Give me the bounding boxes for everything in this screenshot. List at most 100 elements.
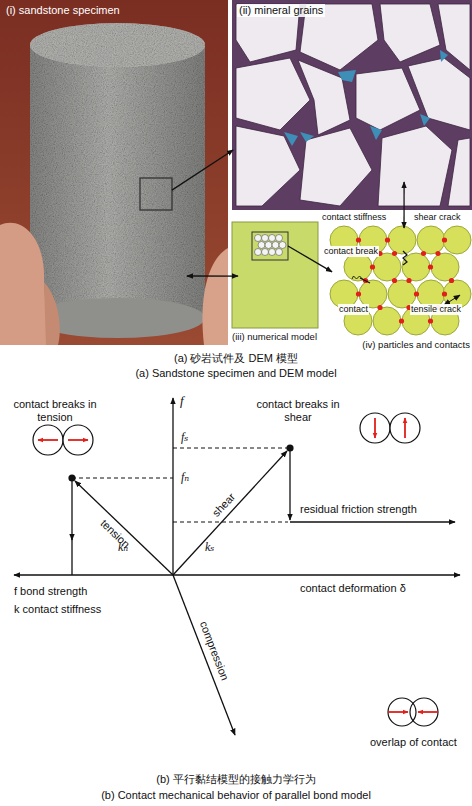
annotation: residual friction strength xyxy=(300,503,417,516)
shear-contact-icon-part xyxy=(390,413,420,443)
shear-contact-icon-part xyxy=(404,418,406,438)
tension-contact-icon xyxy=(33,425,93,455)
annotation: overlap of contact xyxy=(370,736,457,749)
annotation: f xyxy=(180,393,184,409)
numerical-model-box-part xyxy=(232,222,318,328)
particle-assembly-part-part xyxy=(392,251,397,256)
particle-panel: (iv) particles and contacts xyxy=(322,226,472,350)
particle-assembly-part-part xyxy=(388,226,416,254)
numerical-model-box-part-part xyxy=(269,235,276,242)
tension-contact-icon-part xyxy=(38,439,58,441)
panel-label: (iii) numerical model xyxy=(232,331,317,342)
force-deformation-plot-part xyxy=(14,574,460,575)
overlap-contact-icon-part xyxy=(388,711,408,713)
numerical-model-box-part-part xyxy=(255,235,262,242)
annotation: contact breaks in tension xyxy=(12,398,98,424)
caption-line: (a) 砂岩试件及 DEM 模型 xyxy=(174,352,298,365)
specimen-photo-part xyxy=(0,0,228,345)
force-deformation-plot-part xyxy=(71,538,72,575)
annotation: f bond strength xyxy=(14,585,87,598)
tension-contact-icon-part xyxy=(68,439,88,441)
particle-assembly-part xyxy=(352,276,363,279)
overlap-contact-icon xyxy=(388,698,438,726)
line-label: shear xyxy=(210,490,238,519)
particle-assembly-part-part xyxy=(370,264,375,269)
particle-assembly-part-part xyxy=(435,251,440,256)
numerical-model-box xyxy=(232,222,318,328)
caption-line: (b) Contact mechanical behavior of paral… xyxy=(101,789,371,802)
particle-assembly-part xyxy=(403,251,407,265)
specimen-photo-part xyxy=(140,178,172,210)
particle-assembly-part-part xyxy=(414,291,419,296)
line-label: compression xyxy=(197,620,232,683)
particle-assembly-part-part xyxy=(406,278,411,283)
numerical-model-box-part xyxy=(255,235,287,256)
mineral-grains-image-part-part xyxy=(298,60,350,135)
shear-contact-icon xyxy=(360,413,420,443)
mineral-grains-image-part-part xyxy=(420,114,430,126)
force-deformation-plot-part xyxy=(71,478,72,540)
overlap-contact-icon-part xyxy=(410,698,438,726)
annotation: contact break xyxy=(323,246,379,257)
particle-assembly-part-part xyxy=(373,307,401,335)
force-deformation-plot-part xyxy=(75,481,173,575)
mineral-grains-image-part-part xyxy=(356,68,420,130)
annotation: contact stiffness xyxy=(322,212,386,223)
annotation: fₛ xyxy=(181,430,188,444)
force-deformation-plot-part xyxy=(173,575,235,735)
specimen-photo-part xyxy=(30,23,205,67)
annotation: contact deformation δ xyxy=(300,582,406,595)
force-deformation-plot-part xyxy=(290,521,455,522)
mineral-grains-image-part-part xyxy=(300,128,372,206)
mineral-grains-image-part-part xyxy=(370,126,382,140)
particle-assembly-part-part xyxy=(399,318,404,323)
shear-contact-icon-part xyxy=(360,413,390,443)
numerical-model-box-part-part xyxy=(258,242,265,249)
particle-assembly-part-part xyxy=(385,237,390,242)
mineral-grains-image-part-part xyxy=(338,70,356,82)
numerical-model-box-part-part xyxy=(272,242,279,249)
particle-assembly-part-part xyxy=(356,291,361,296)
specimen-photo-part xyxy=(30,45,205,318)
force-deformation-plot-part xyxy=(286,444,293,451)
particle-assembly-part-part xyxy=(428,264,433,269)
tension-contact-icon-part xyxy=(63,425,93,455)
photo-panel: (i) sandstone specimen xyxy=(0,0,228,345)
numerical-model-box-part-part xyxy=(265,242,272,249)
numerical-model-box-part-part xyxy=(279,242,286,249)
mineral-grains-image-part-part xyxy=(380,4,440,62)
force-deformation-plot xyxy=(14,398,460,735)
particle-assembly-part-part xyxy=(443,226,471,254)
annotation: contact breaks in shear xyxy=(255,398,341,424)
specimen-photo-part xyxy=(44,282,60,345)
force-deformation-plot-part xyxy=(289,448,290,520)
zoom-arrow xyxy=(403,182,404,228)
tension-contact-icon-part xyxy=(33,425,63,455)
force-deformation-plot-part xyxy=(68,474,75,481)
particle-assembly-part-part xyxy=(442,237,447,242)
particle-assembly-part-part xyxy=(373,253,401,281)
particle-assembly-part-part xyxy=(417,226,445,254)
force-deformation-plot-part xyxy=(173,451,287,575)
panel-label: (i) sandstone specimen xyxy=(6,4,120,17)
shear-contact-icon-part xyxy=(374,418,376,438)
panel-label: (ii) mineral grains xyxy=(237,4,325,17)
mineral-grains-image-part xyxy=(236,4,470,206)
model-box: (iii) numerical model xyxy=(232,222,318,328)
mineral-grains-image-part-part xyxy=(236,58,310,130)
overlap-contact-icon-part xyxy=(388,698,416,726)
mineral-grains-image-part-part xyxy=(448,138,470,206)
mineral-grains-image-part-part xyxy=(378,126,452,206)
annotation: contact xyxy=(338,304,369,315)
mineral-grains-image-part xyxy=(232,0,472,210)
numerical-model-box-part-part xyxy=(255,249,262,256)
particle-assembly-part-part xyxy=(402,253,430,281)
force-deformation-plot-part-part xyxy=(72,478,173,479)
annotation: k contact stiffness xyxy=(14,603,101,616)
specimen-photo-part xyxy=(202,248,228,345)
numerical-model-box-part-part xyxy=(276,235,283,242)
caption-line: (b) 平行黏结模型的接触力学行为 xyxy=(156,773,316,786)
particle-assembly-part-part xyxy=(356,237,361,242)
